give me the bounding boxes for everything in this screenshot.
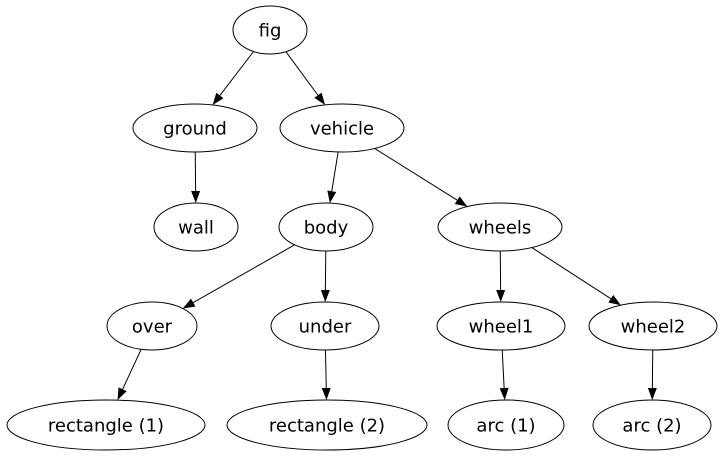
node-ground: ground [132, 103, 258, 153]
node-ellipse [6, 399, 206, 451]
edge-line [122, 349, 142, 390]
node-ellipse [447, 399, 565, 451]
node-ellipse [278, 202, 374, 252]
edge-wheel1-arc1 [499, 349, 509, 401]
node-over: over [106, 301, 198, 351]
arrowhead-icon [647, 387, 657, 401]
arrowhead-icon [321, 387, 331, 401]
node-ellipse [226, 399, 428, 451]
node-ellipse [592, 399, 712, 451]
node-ellipse [588, 301, 718, 351]
node-vehicle: vehicle [279, 103, 405, 153]
arrowhead-icon [182, 298, 196, 309]
edge-under-rectangle2 [321, 349, 331, 401]
edge-ground-wall [191, 151, 201, 204]
node-label: wheels [469, 217, 532, 238]
node-label: wall [178, 217, 214, 238]
edge-wheels-wheel1 [496, 250, 506, 303]
node-arc2: arc (2) [592, 399, 712, 451]
arrowhead-icon [320, 289, 330, 303]
edge-line [324, 349, 327, 389]
edge-over-rectangle1 [117, 349, 142, 401]
node-label: rectangle (1) [48, 415, 164, 436]
node-label: wheel2 [621, 316, 686, 337]
edge-line [331, 151, 339, 192]
edge-fig-vehicle [285, 51, 326, 105]
node-ellipse [232, 5, 308, 55]
node-label: over [132, 316, 173, 337]
node-wheel2: wheel2 [588, 301, 718, 351]
arrowhead-icon [608, 294, 621, 306]
node-ellipse [436, 301, 566, 351]
node-ellipse [106, 301, 198, 351]
arrowhead-icon [191, 190, 201, 204]
edge-wheels-wheel2 [531, 247, 621, 306]
node-body: body [278, 202, 374, 252]
node-ellipse [279, 103, 405, 153]
edge-line [501, 349, 505, 389]
node-label: under [299, 316, 352, 337]
node-rectangle2: rectangle (2) [226, 399, 428, 451]
node-label: rectangle (2) [269, 415, 385, 436]
node-fig: fig [232, 5, 308, 55]
node-ellipse [153, 202, 239, 252]
node-arc1: arc (1) [447, 399, 565, 451]
edge-line [192, 244, 295, 303]
edge-body-over [182, 244, 295, 309]
edge-wheel2-arc2 [647, 349, 657, 401]
node-wall: wall [153, 202, 239, 252]
node-rectangle1: rectangle (1) [6, 399, 206, 451]
node-label: vehicle [310, 118, 374, 139]
arrowhead-icon [499, 387, 509, 401]
node-ellipse [132, 103, 258, 153]
node-label: fig [259, 20, 282, 41]
arrowhead-icon [327, 190, 337, 204]
edge-line [219, 51, 254, 96]
node-label: ground [163, 118, 227, 139]
node-label: wheel1 [469, 316, 534, 337]
node-ellipse [270, 301, 380, 351]
edge-fig-ground [212, 51, 254, 105]
node-under: under [270, 301, 380, 351]
node-label: arc (2) [622, 415, 681, 436]
node-label: body [304, 217, 349, 238]
edge-vehicle-wheels [374, 147, 468, 207]
node-label: arc (1) [476, 415, 535, 436]
node-wheel1: wheel1 [436, 301, 566, 351]
arrowhead-icon [212, 92, 224, 105]
arrowhead-icon [496, 289, 506, 303]
arrowhead-icon [117, 387, 127, 401]
edge-line [374, 147, 458, 201]
edge-line [531, 247, 612, 300]
arrowhead-icon [314, 92, 326, 105]
edge-body-under [320, 250, 330, 303]
edge-vehicle-body [327, 151, 339, 204]
arrowhead-icon [454, 196, 468, 207]
node-wheels: wheels [437, 202, 563, 252]
edge-line [285, 51, 319, 96]
node-ellipse [437, 202, 563, 252]
